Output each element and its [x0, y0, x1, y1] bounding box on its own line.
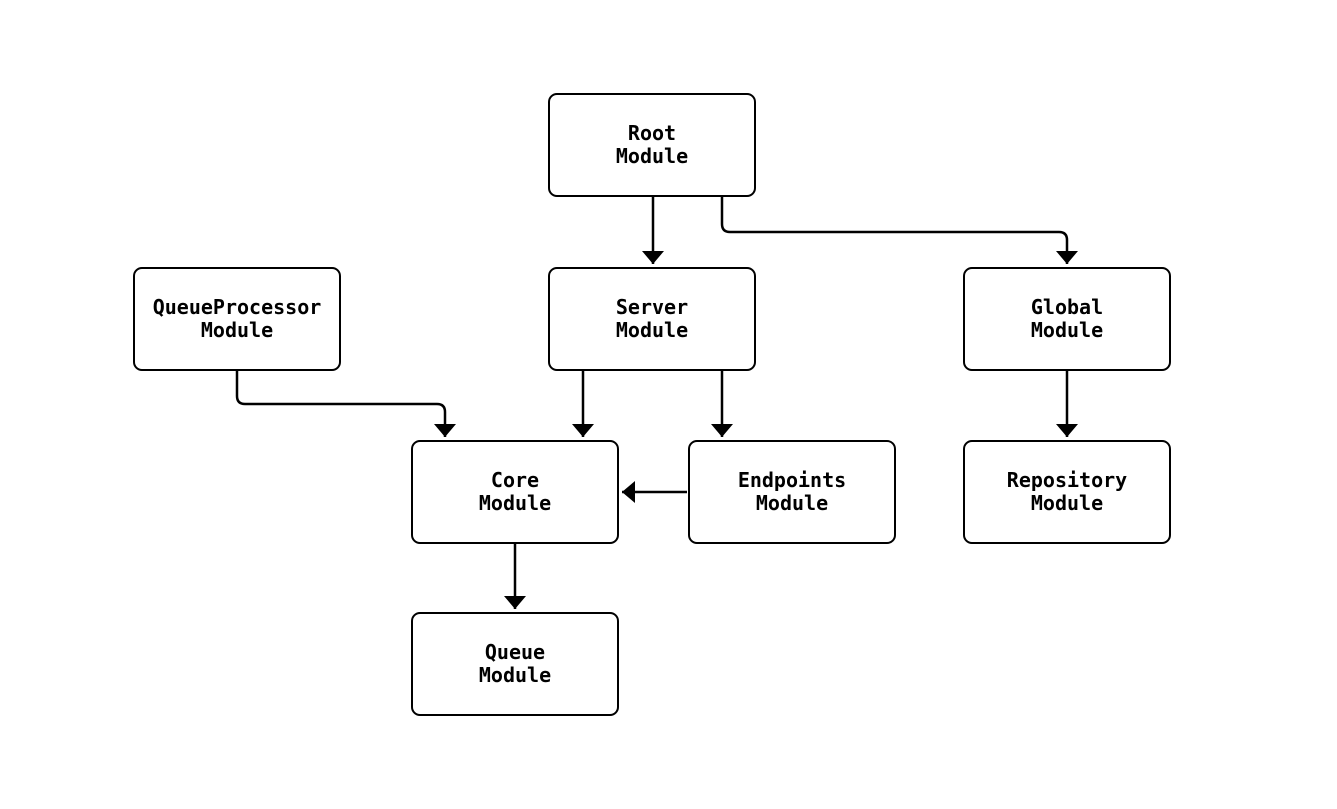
node-core-module-label: Core Module: [478, 468, 552, 515]
node-repository-module-label: Repository Module: [1006, 468, 1128, 515]
node-repository-module: Repository Module: [963, 440, 1171, 544]
node-queueprocessor-module-label: QueueProcessor Module: [152, 295, 322, 342]
node-root-module-label: Root Module: [615, 121, 689, 168]
edge-queueprocessor-to-core: [235, 371, 456, 437]
node-server-module-label: Server Module: [615, 295, 689, 342]
node-server-module: Server Module: [548, 267, 756, 371]
node-root-module: Root Module: [548, 93, 756, 197]
node-endpoints-module: Endpoints Module: [688, 440, 896, 544]
node-global-module: Global Module: [963, 267, 1171, 371]
node-endpoints-module-label: Endpoints Module: [737, 468, 847, 515]
node-queue-module: Queue Module: [411, 612, 619, 716]
node-queueprocessor-module: QueueProcessor Module: [133, 267, 341, 371]
edge-root-to-global: [720, 197, 1078, 264]
node-queue-module-label: Queue Module: [478, 640, 552, 687]
node-core-module: Core Module: [411, 440, 619, 544]
node-global-module-label: Global Module: [1030, 295, 1104, 342]
